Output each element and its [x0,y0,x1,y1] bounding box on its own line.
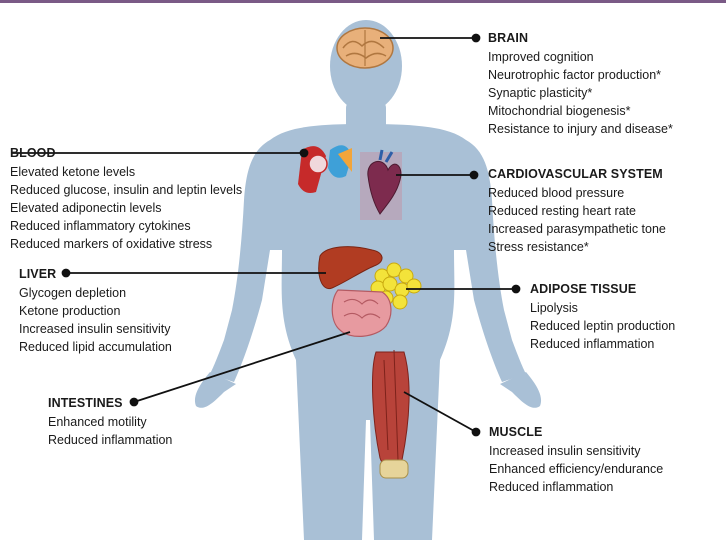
leader-muscle-dot [471,427,481,437]
cardio-title: CARDIOVASCULAR SYSTEM [488,167,663,181]
muscle-block: MUSCLE Increased insulin sensitivity Enh… [489,425,663,496]
intestines-block: INTESTINES Enhanced motility Reduced inf… [48,396,172,449]
left-hand-shape [194,372,236,408]
brain-item: Improved cognition [488,50,594,64]
liver-item: Reduced lipid accumulation [19,340,172,354]
leader-lines [12,33,521,437]
right-hand-shape [500,372,542,408]
intestines-title: INTESTINES [48,396,123,410]
muscle-item: Reduced inflammation [489,480,614,494]
brain-block: BRAIN Improved cognition Neurotrophic fa… [488,31,673,138]
adipose-block: ADIPOSE TISSUE Lipolysis Reduced leptin … [530,282,675,353]
brain-items: Improved cognition Neurotrophic factor p… [488,48,673,138]
leader-adipose-dot [511,284,521,294]
adipose-item: Reduced inflammation [530,337,655,351]
brain-item: Synaptic plasticity* [488,86,593,100]
leader-muscle [403,391,477,433]
muscle-icon [372,349,410,479]
blood-item: Reduced markers of oxidative stress [10,237,213,251]
cardio-item: Reduced blood pressure [488,186,625,200]
blood-block: BLOOD Elevated ketone levels Reduced glu… [10,146,242,253]
adipose-title: ADIPOSE TISSUE [530,282,637,296]
leader-blood-dot [299,148,309,158]
liver-block: LIVER Glycogen depletion Ketone producti… [19,267,172,356]
brain-item: Mitochondrial biogenesis* [488,104,631,118]
intestines-item: Reduced inflammation [48,433,173,447]
brain-item: Neurotrophic factor production* [488,68,662,82]
liver-icon [318,246,383,290]
heart-icon [360,149,402,220]
intestines-items: Enhanced motility Reduced inflammation [48,413,172,449]
blood-item: Elevated ketone levels [10,165,136,179]
leader-brain-dot [471,33,481,43]
cardio-item: Reduced resting heart rate [488,204,637,218]
brain-icon [336,27,394,69]
cardio-item: Increased parasympathetic tone [488,222,666,236]
blood-title: BLOOD [10,146,56,160]
liver-items: Glycogen depletion Ketone production Inc… [19,284,172,356]
muscle-item: Enhanced efficiency/endurance [489,462,664,476]
liver-item: Glycogen depletion [19,286,127,300]
liver-title: LIVER [19,267,57,281]
brain-item: Resistance to injury and disease* [488,122,673,136]
adipose-items: Lipolysis Reduced leptin production Redu… [530,299,675,353]
brain-title: BRAIN [488,31,529,45]
leader-cardio-dot [469,170,479,180]
liver-item: Ketone production [19,304,121,318]
leader-intestines [133,331,351,403]
blood-cells-icon [298,145,352,193]
blood-item: Reduced glucose, insulin and leptin leve… [10,183,243,197]
adipose-item: Lipolysis [530,301,578,315]
top-accent-line [0,0,726,3]
blood-items: Elevated ketone levels Reduced glucose, … [10,163,242,253]
leader-intestines-dot [129,397,139,407]
cardio-item: Stress resistance* [488,240,589,254]
blood-item: Reduced inflammatory cytokines [10,219,191,233]
muscle-item: Increased insulin sensitivity [489,444,641,458]
intestines-icon [331,289,392,337]
muscle-items: Increased insulin sensitivity Enhanced e… [489,442,663,496]
leader-liver-dot [61,268,71,278]
cardio-items: Reduced blood pressure Reduced resting h… [488,184,666,256]
intestines-item: Enhanced motility [48,415,147,429]
adipose-item: Reduced leptin production [530,319,676,333]
liver-item: Increased insulin sensitivity [19,322,171,336]
cardio-block: CARDIOVASCULAR SYSTEM Reduced blood pres… [488,167,666,256]
muscle-title: MUSCLE [489,425,543,439]
blood-item: Elevated adiponectin levels [10,201,162,215]
